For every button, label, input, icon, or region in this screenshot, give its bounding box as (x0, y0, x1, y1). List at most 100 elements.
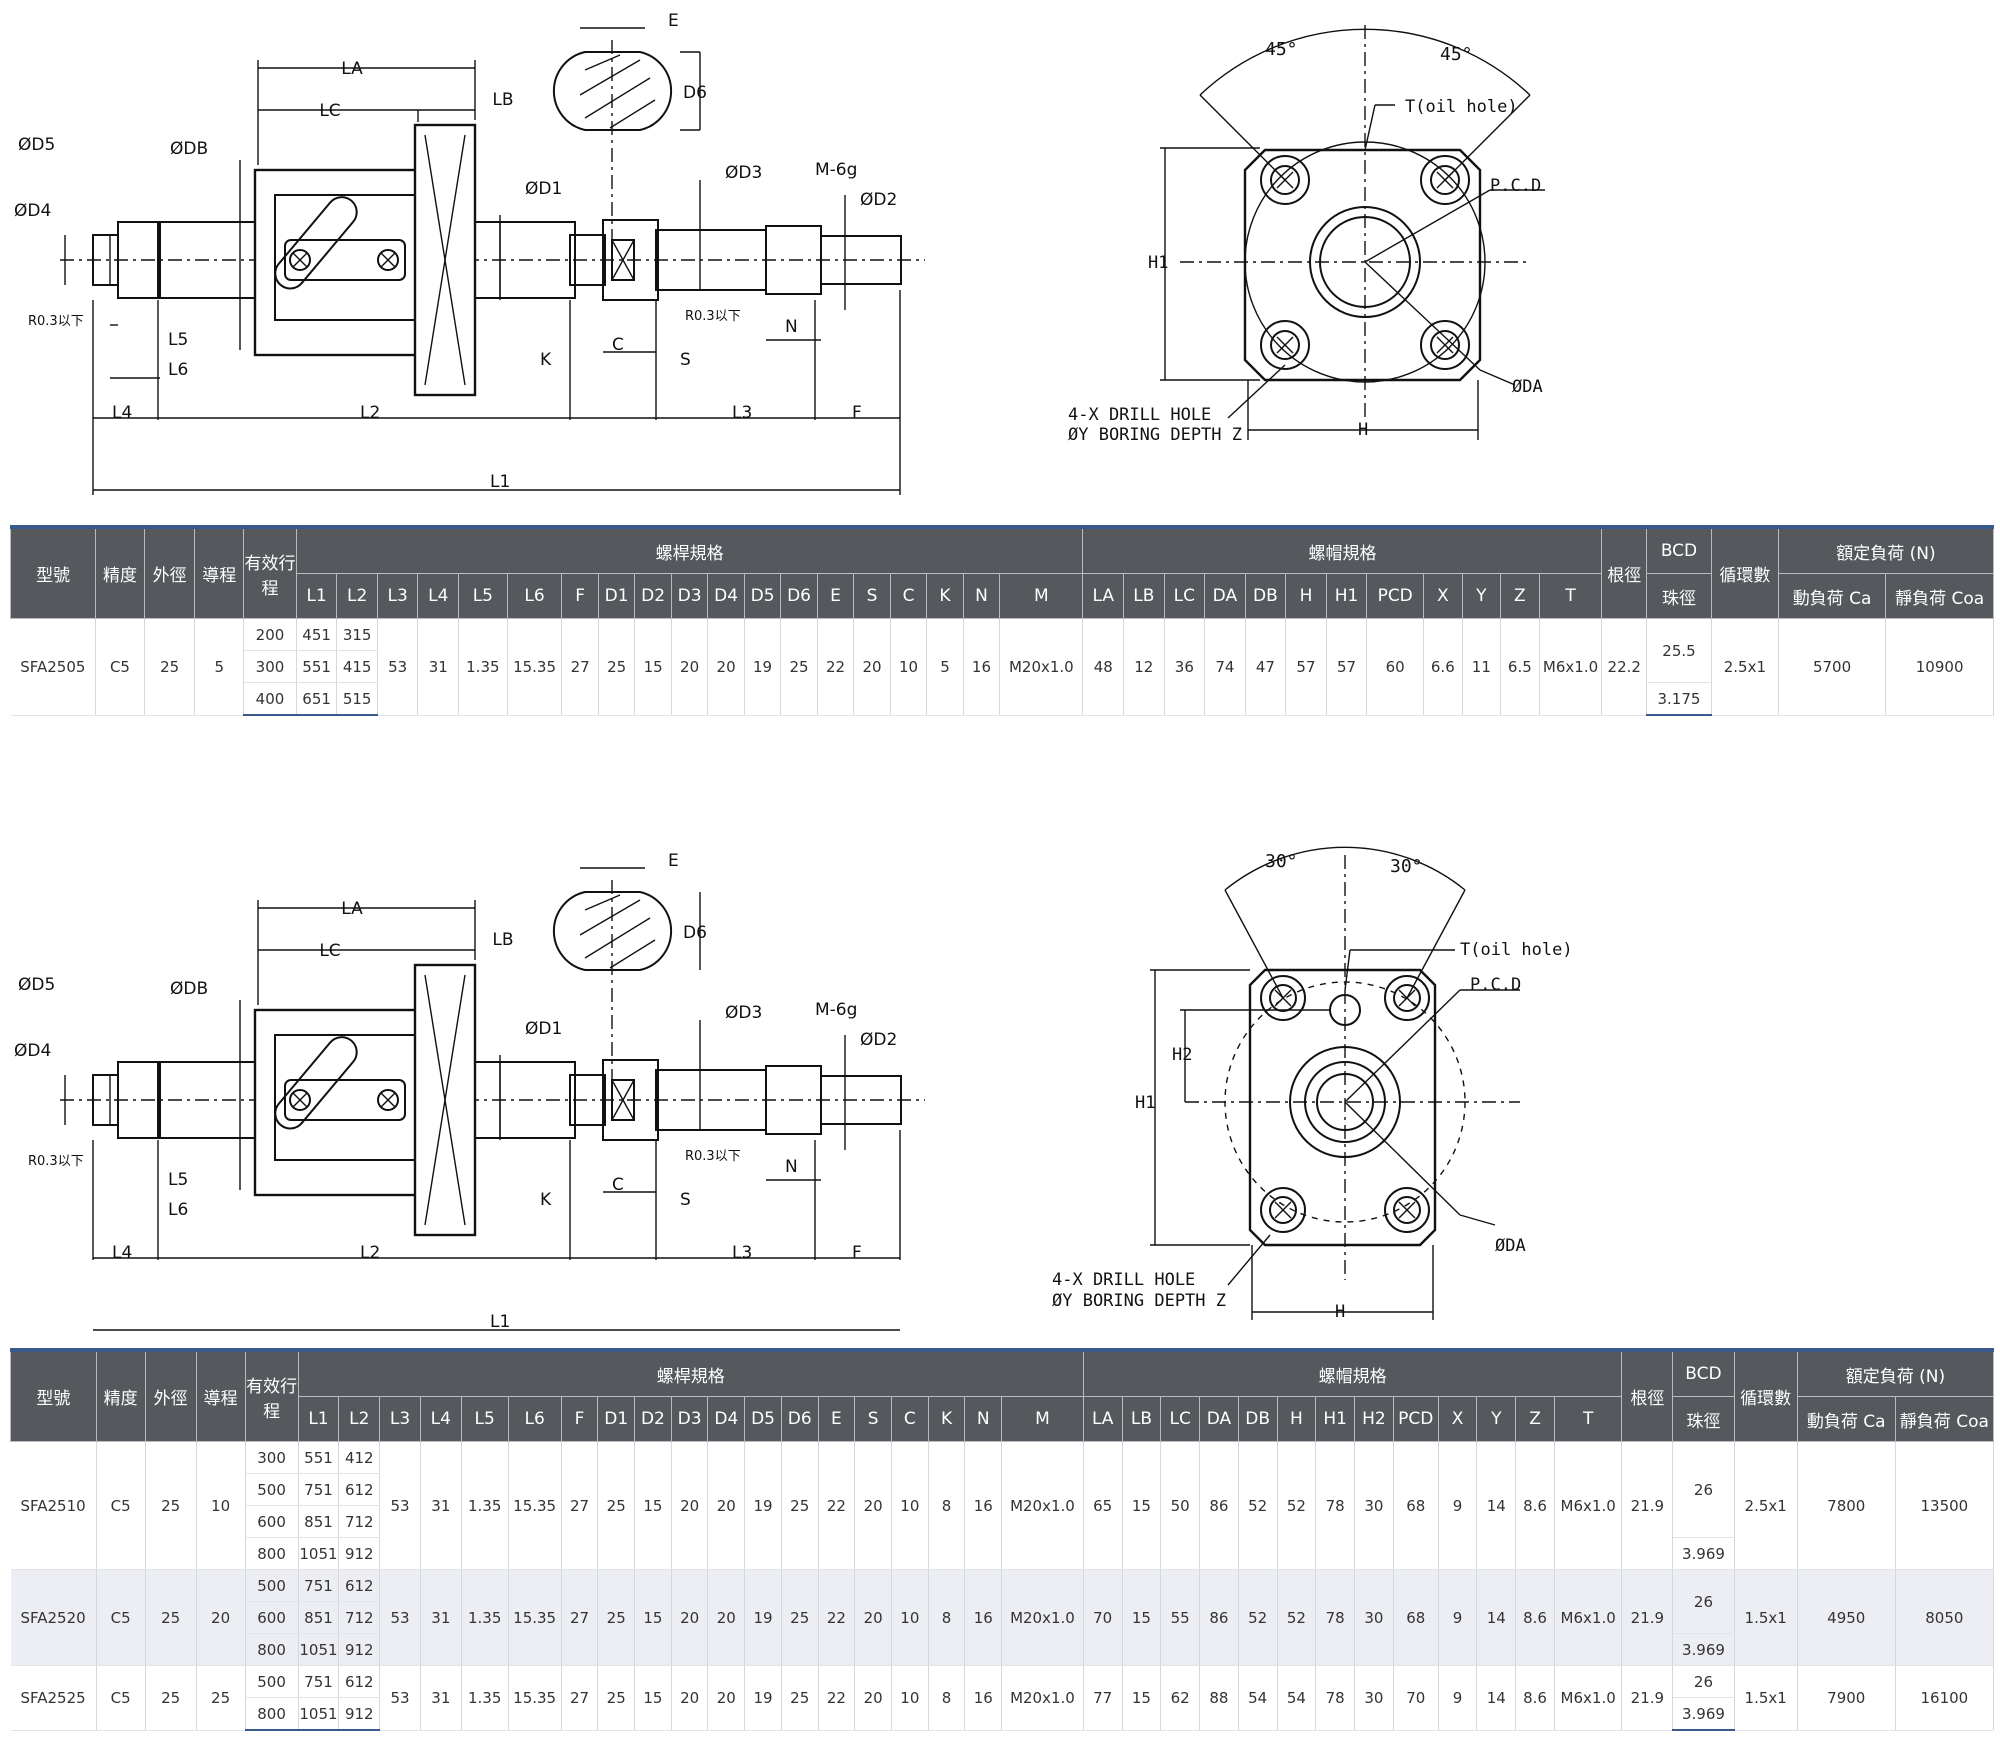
stat-load-cell: 16100 (1895, 1665, 1995, 1731)
header-col-x: X (1423, 573, 1463, 619)
svg-text:M-6g: M-6g (815, 160, 857, 180)
spec-table-2: 型號 精度 外徑 導程 有效行程 螺桿規格 螺帽規格 根徑 BCD 循環數 額定… (10, 1348, 1995, 1731)
header-col-k: K (926, 573, 964, 619)
bcd-cell: 25.5 (1646, 618, 1712, 683)
header-col-d6: D6 (780, 1396, 819, 1442)
lead-cell: 20 (196, 1569, 246, 1666)
nut-spec-cell: 8.6 (1515, 1569, 1555, 1666)
screw-spec-cell: 27 (561, 1569, 599, 1666)
svg-text:D6: D6 (683, 923, 707, 943)
bolt-hole-bl (1260, 1187, 1306, 1233)
nut-spec-cell: 74 (1204, 618, 1246, 716)
svg-text:C: C (612, 335, 624, 355)
svg-text:P.C.D: P.C.D (1470, 975, 1521, 995)
accuracy-cell: C5 (96, 1665, 146, 1731)
header-root: 根徑 (1621, 1348, 1674, 1442)
header-col-s: S (853, 573, 891, 619)
nut-spec-cell: 14 (1476, 1441, 1517, 1570)
header-col-db: DB (1237, 1396, 1278, 1442)
screw-spec-cell: 53 (377, 618, 419, 716)
od-cell: 25 (144, 618, 196, 716)
nut-spec-cell: 70 (1393, 1665, 1439, 1731)
header-model: 型號 (10, 1348, 97, 1442)
nut-spec-cell: 15 (1122, 1665, 1162, 1731)
nut-spec-cell: 77 (1083, 1665, 1123, 1731)
header-col-t: T (1538, 573, 1603, 619)
nut-spec-cell: 68 (1393, 1569, 1439, 1666)
svg-text:ØY BORING DEPTH Z: ØY BORING DEPTH Z (1068, 425, 1242, 445)
ball-cell: 3.969 (1672, 1537, 1735, 1570)
svg-text:M-6g: M-6g (815, 1000, 857, 1020)
header-col-pcd: PCD (1366, 573, 1425, 619)
header-col-y: Y (1476, 1396, 1517, 1442)
svg-text:L3: L3 (732, 1243, 752, 1263)
header-nut-group: 螺帽規格 (1082, 1348, 1623, 1397)
header-col-l5: L5 (458, 573, 508, 619)
stroke-cell: 600 (245, 1505, 299, 1538)
header-stroke: 有效行程 (243, 525, 297, 619)
svg-text:K: K (540, 1190, 552, 1210)
l1-cell: 1051 (298, 1633, 340, 1666)
header-lead: 導程 (194, 525, 245, 619)
nut-spec-cell: 70 (1083, 1569, 1123, 1666)
screw-spec-cell: 31 (417, 618, 460, 716)
header-accuracy: 精度 (95, 1348, 146, 1442)
nut-spec-cell: 78 (1315, 1441, 1356, 1570)
model-cell: SFA2510 (10, 1441, 97, 1570)
header-load-group: 額定負荷 (N) (1777, 525, 1995, 574)
lead-cell: 5 (194, 618, 245, 716)
screw-spec-cell: 15.35 (508, 1441, 562, 1570)
nut-spec-cell: 30 (1354, 1665, 1394, 1731)
nut-spec-cell: 6.5 (1500, 618, 1540, 716)
l1-cell: 751 (298, 1473, 340, 1506)
header-col-h2: H2 (1354, 1396, 1394, 1442)
svg-text:F: F (852, 1243, 862, 1263)
screw-spec-cell: 20 (707, 618, 745, 716)
screw-spec-cell: 20 (671, 1665, 709, 1731)
stroke-cell: 800 (245, 1697, 299, 1731)
header-col-d2: D2 (634, 1396, 672, 1442)
accuracy-cell: C5 (95, 618, 145, 716)
header-col-n: N (962, 573, 1001, 619)
screw-spec-cell: 19 (744, 1569, 782, 1666)
svg-text:F: F (852, 403, 862, 423)
screw-spec-cell: 22 (818, 1441, 856, 1570)
svg-text:30°: 30° (1265, 851, 1298, 872)
svg-text:L4: L4 (112, 1243, 132, 1263)
screw-spec-cell: 15 (634, 1665, 672, 1731)
screw-spec-cell: 31 (420, 1569, 462, 1666)
svg-text:L2: L2 (360, 403, 380, 423)
l1-cell: 651 (296, 682, 338, 716)
model-cell: SFA2520 (10, 1569, 97, 1666)
header-circuits: 循環數 (1733, 1348, 1798, 1442)
screw-spec-cell: 20 (707, 1569, 746, 1666)
screw-spec-cell: 1.35 (461, 1569, 509, 1666)
screw-spec-cell: 25 (597, 1569, 636, 1666)
header-bcd: BCD (1646, 525, 1712, 574)
screw-spec-cell: 5 (926, 618, 964, 716)
screw-spec-cell: M20x1.0 (1001, 1665, 1084, 1731)
nut-spec-cell: 14 (1476, 1569, 1517, 1666)
nut-spec-cell: M6x1.0 (1554, 1569, 1623, 1666)
header-col-db: DB (1244, 573, 1287, 619)
header-col-f: F (561, 573, 599, 619)
dyn-load-cell: 7800 (1797, 1441, 1896, 1570)
stroke-cell: 500 (245, 1665, 299, 1698)
nut-spec-cell: 36 (1164, 618, 1206, 716)
screw-spec-cell: 25 (598, 618, 636, 716)
od-cell: 25 (145, 1441, 197, 1570)
l2-cell: 612 (338, 1569, 381, 1602)
model-cell: SFA2505 (10, 618, 97, 716)
nut-spec-cell: 62 (1160, 1665, 1201, 1731)
nut-spec-cell: 9 (1438, 1441, 1478, 1570)
circuits-cell: 2.5x1 (1734, 1441, 1798, 1570)
root-cell: 21.9 (1621, 1441, 1674, 1570)
nut-spec-cell: 47 (1245, 618, 1287, 716)
header-col-y: Y (1461, 573, 1502, 619)
l1-cell: 551 (296, 650, 338, 683)
circuits-cell: 1.5x1 (1734, 1569, 1798, 1666)
header-model: 型號 (9, 525, 97, 619)
